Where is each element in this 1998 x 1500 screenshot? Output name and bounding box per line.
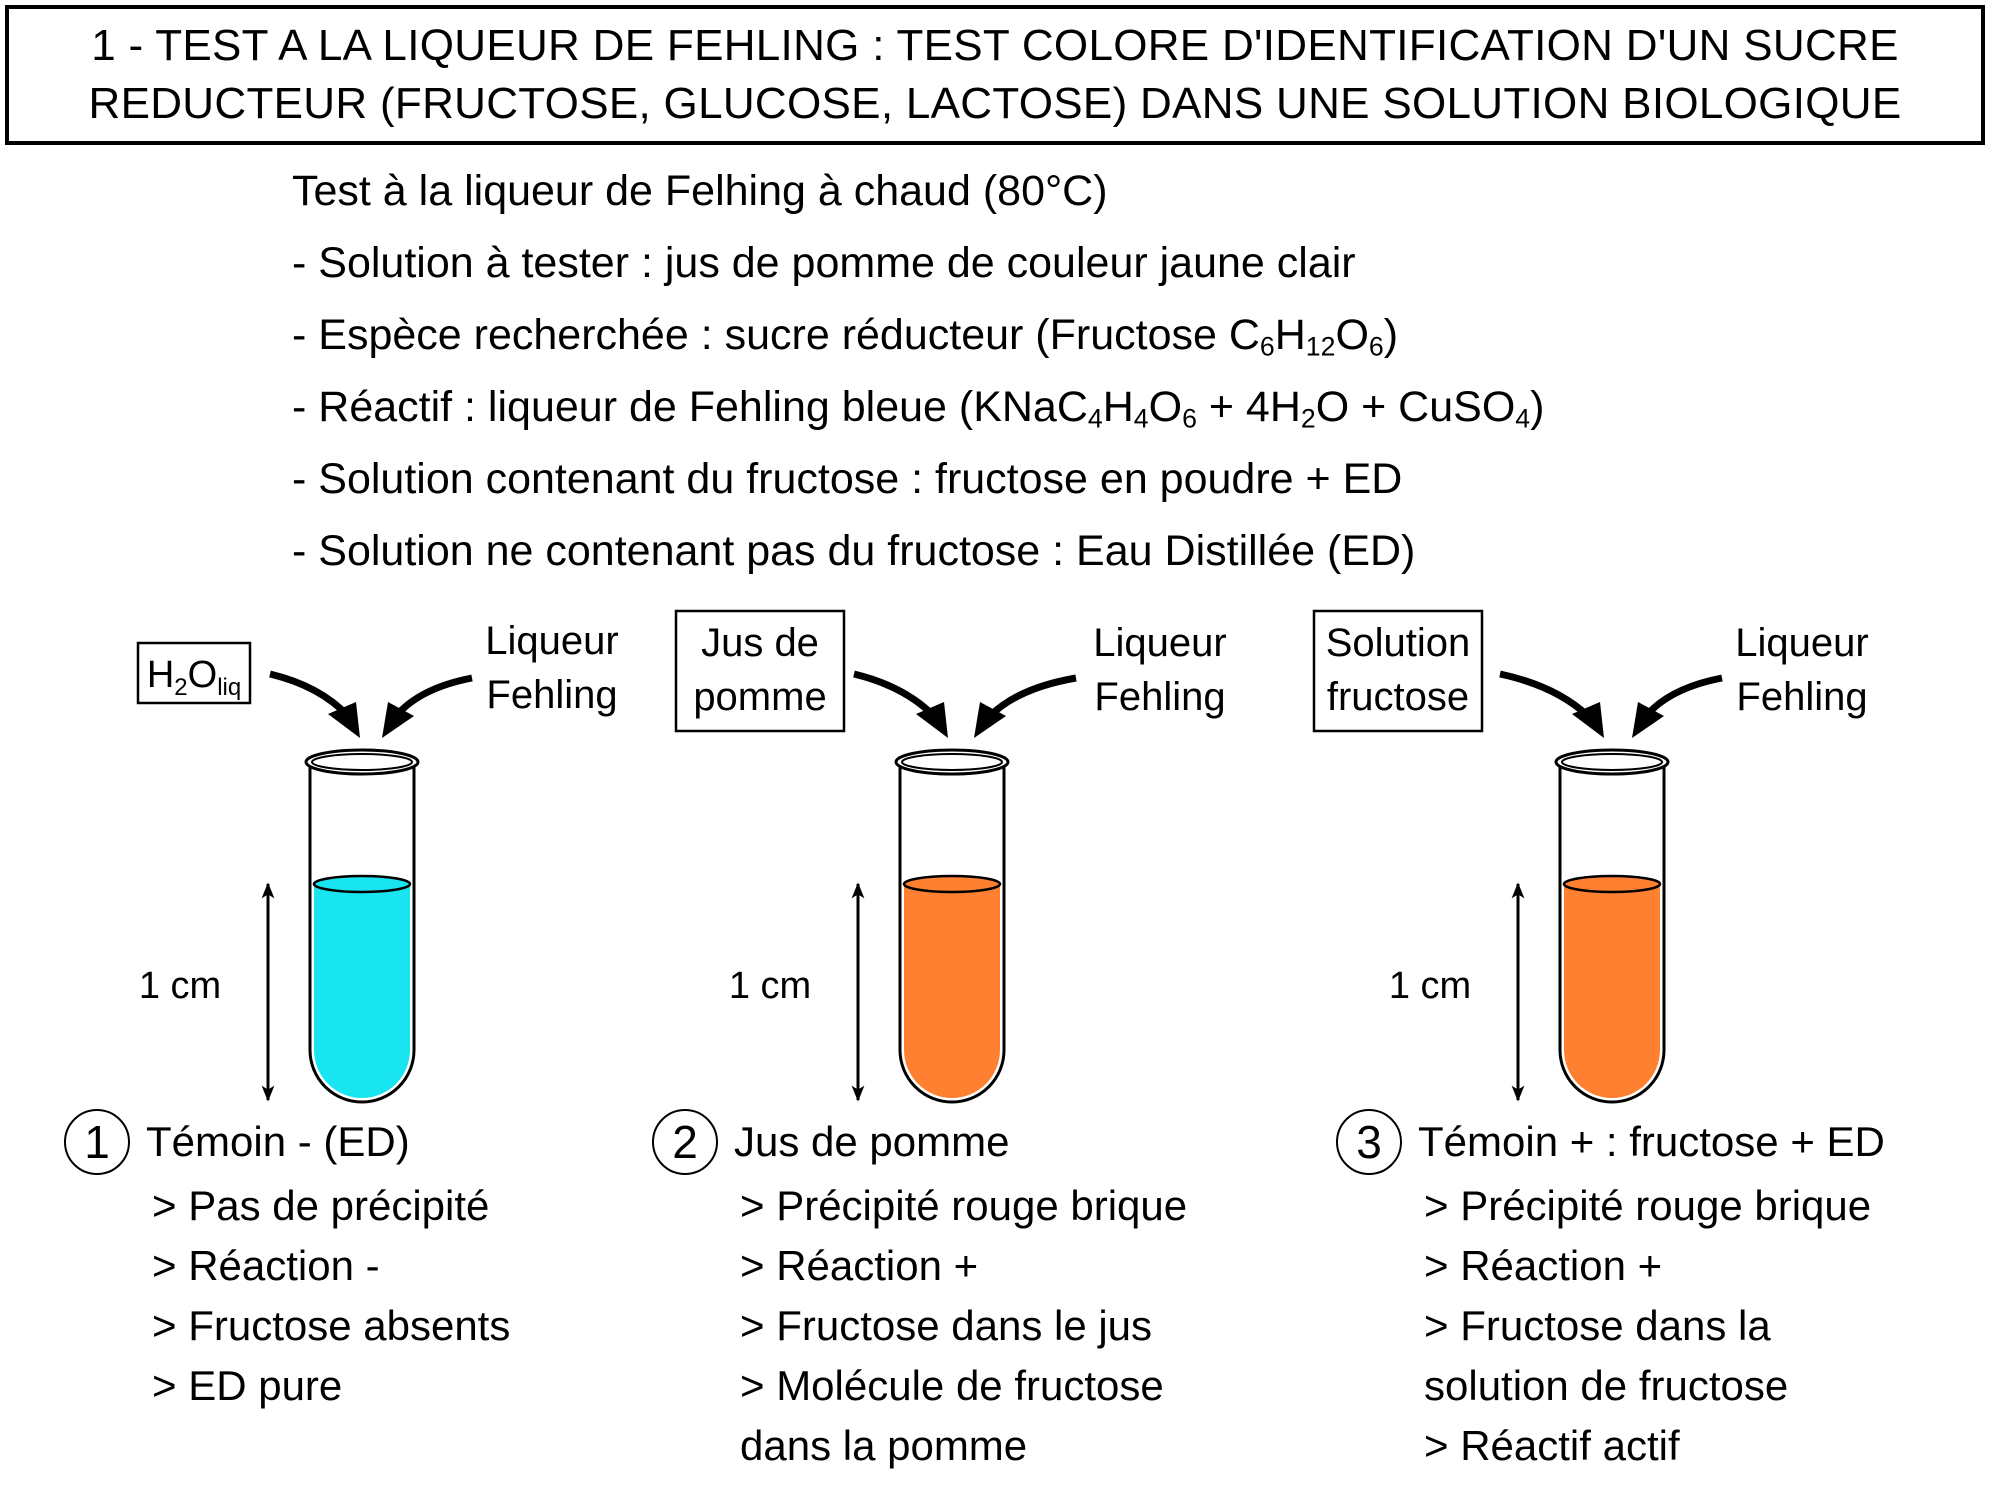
intro-line-1: Test à la liqueur de Felhing à chaud (80… bbox=[292, 167, 1108, 215]
height-label-2: 1 cm bbox=[729, 965, 811, 1007]
reagent-arrow-2 bbox=[987, 674, 1077, 719]
step-number-3: 3 bbox=[1336, 1109, 1402, 1175]
input-box-1 bbox=[136, 641, 252, 705]
tube-rim-inner-1 bbox=[311, 753, 413, 771]
height-label-1: 1 cm bbox=[139, 965, 221, 1007]
tube-rim-inner-3 bbox=[1561, 753, 1663, 771]
reagent-arrow-head-1 bbox=[382, 702, 414, 738]
result-item: > Fructose absents bbox=[152, 1302, 511, 1349]
input-label-1: H2Oliq bbox=[147, 654, 241, 701]
input-box-3 bbox=[1312, 609, 1484, 733]
result-column-3: 3 Témoin + : fructose + ED > Précipité r… bbox=[1336, 1108, 1885, 1476]
result-item: dans la pomme bbox=[740, 1422, 1028, 1469]
liquid-surface-3 bbox=[1562, 874, 1662, 894]
reagent-arrow-head-3 bbox=[1632, 702, 1664, 738]
result-item: > Réaction + bbox=[1424, 1242, 1663, 1289]
result-list-2: > Précipité rouge brique > Réaction + > … bbox=[740, 1176, 1187, 1476]
reagent-arrow-head-2 bbox=[974, 702, 1006, 738]
result-item: > Précipité rouge brique bbox=[1424, 1182, 1872, 1229]
result-item: > Fructose dans le jus bbox=[740, 1302, 1153, 1349]
input-arrow-3 bbox=[1499, 670, 1591, 719]
input-box-2 bbox=[674, 609, 846, 733]
result-list-3: > Précipité rouge brique > Réaction + > … bbox=[1424, 1176, 1885, 1476]
liquid-surface-2 bbox=[902, 874, 1002, 894]
result-item: > Réaction + bbox=[740, 1242, 979, 1289]
reagent-arrow-1 bbox=[393, 674, 473, 719]
result-title-3: Témoin + : fructose + ED bbox=[1418, 1118, 1885, 1165]
result-item: > Molécule de fructose bbox=[740, 1362, 1164, 1409]
liquid-1 bbox=[314, 884, 410, 1098]
result-head-2: 2 Jus de pomme bbox=[652, 1108, 1187, 1176]
reagent-arrow-3 bbox=[1643, 674, 1723, 719]
result-list-1: > Pas de précipité > Réaction - > Fructo… bbox=[152, 1176, 510, 1416]
intro-line-2: - Solution à tester : jus de pomme de co… bbox=[292, 239, 1356, 287]
result-head-1: 1 Témoin - (ED) bbox=[64, 1108, 510, 1176]
tube-rim-inner-2 bbox=[901, 753, 1003, 771]
result-item: > Fructose dans la bbox=[1424, 1302, 1771, 1349]
title-line-1: 1 - TEST A LA LIQUEUR DE FEHLING : TEST … bbox=[91, 21, 1899, 70]
result-item: > Réactif actif bbox=[1424, 1422, 1680, 1469]
intro-line-3: - Espèce recherchée : sucre réducteur (F… bbox=[292, 311, 1399, 362]
input-arrow-head-3 bbox=[1572, 702, 1604, 738]
liquid-2 bbox=[904, 884, 1000, 1098]
liquid-surface-1 bbox=[312, 874, 412, 894]
test-tube-2 bbox=[898, 762, 1006, 1104]
step-number-1: 1 bbox=[64, 1109, 130, 1175]
input-arrow-head-1 bbox=[328, 702, 360, 738]
step-number-2: 2 bbox=[652, 1109, 718, 1175]
input-arrow-2 bbox=[853, 670, 937, 719]
result-item: > Réaction - bbox=[152, 1242, 380, 1289]
test-tube-3 bbox=[1558, 762, 1666, 1104]
input-arrow-1 bbox=[269, 670, 351, 719]
liquid-3 bbox=[1564, 884, 1660, 1098]
result-item: > Pas de précipité bbox=[152, 1182, 490, 1229]
intro-line-5: - Solution contenant du fructose : fruct… bbox=[292, 455, 1403, 503]
result-head-3: 3 Témoin + : fructose + ED bbox=[1336, 1108, 1885, 1176]
result-title-2: Jus de pomme bbox=[734, 1118, 1010, 1165]
result-column-1: 1 Témoin - (ED) > Pas de précipité > Réa… bbox=[64, 1108, 510, 1416]
title-box: 1 - TEST A LA LIQUEUR DE FEHLING : TEST … bbox=[5, 5, 1985, 145]
result-title-1: Témoin - (ED) bbox=[146, 1118, 410, 1165]
title-line-2: REDUCTEUR (FRUCTOSE, GLUCOSE, LACTOSE) D… bbox=[88, 79, 1902, 128]
intro-line-4: - Réactif : liqueur de Fehling bleue (KN… bbox=[292, 383, 1545, 434]
test-tube-1 bbox=[308, 762, 416, 1104]
result-item: > Précipité rouge brique bbox=[740, 1182, 1188, 1229]
result-item: solution de fructose bbox=[1424, 1362, 1789, 1409]
input-arrow-head-2 bbox=[916, 702, 948, 738]
result-item: > ED pure bbox=[152, 1362, 343, 1409]
intro-line-6: - Solution ne contenant pas du fructose … bbox=[292, 527, 1416, 575]
intro-text: Test à la liqueur de Felhing à chaud (80… bbox=[292, 162, 1544, 594]
result-column-2: 2 Jus de pomme > Précipité rouge brique … bbox=[652, 1108, 1187, 1476]
height-label-3: 1 cm bbox=[1389, 965, 1471, 1007]
